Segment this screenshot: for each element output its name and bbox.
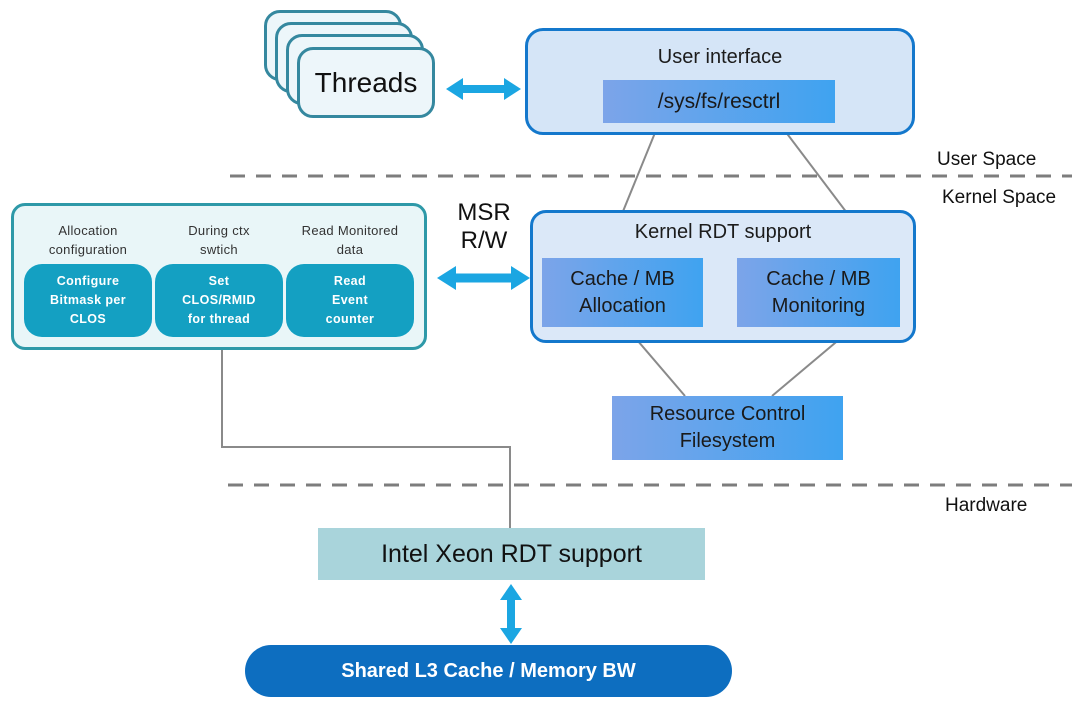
allocation-config-heading: Allocation configuration [48, 223, 128, 258]
threads-node: Threads [297, 47, 435, 118]
os-interface-node: Allocation configuration Configure Bitma… [11, 203, 427, 350]
xeon-l3-arrow [500, 584, 522, 644]
user-interface-title: User interface [657, 46, 783, 68]
threads-label: Threads [314, 66, 418, 98]
allocation-config-column: Allocation configuration Configure Bitma… [24, 218, 152, 337]
read-monitored-heading: Read Monitored data [301, 223, 399, 258]
ctx-switch-column: During ctx swtich Set CLOS/RMID for thre… [155, 218, 283, 337]
configure-bitmask-node: Configure Bitmask per CLOS [24, 264, 152, 337]
threads-ui-arrow [446, 78, 521, 100]
shared-l3-cache-node: Shared L3 Cache / Memory BW [245, 645, 732, 697]
os-to-xeon-line [221, 350, 511, 528]
cache-mb-allocation-node: Cache / MB Allocation [542, 258, 703, 327]
read-event-counter-node: Read Event counter [286, 264, 414, 337]
resctrl-path-node: /sys/fs/resctrl [603, 80, 835, 123]
user-space-label: User Space [937, 149, 1037, 170]
msr-rw-arrow [437, 266, 530, 290]
kernel-space-label: Kernel Space [942, 187, 1057, 208]
set-clos-rmid-node: Set CLOS/RMID for thread [155, 264, 283, 337]
msr-rw-label: MSR R/W [457, 199, 511, 254]
cache-mb-monitoring-node: Cache / MB Monitoring [737, 258, 900, 327]
resource-control-fs-node: Resource Control Filesystem [612, 396, 843, 460]
kernel-rdt-title: Kernel RDT support [634, 221, 812, 243]
hardware-label: Hardware [945, 495, 1028, 516]
threads-stack: Threads [264, 10, 439, 122]
read-monitored-column: Read Monitored data Read Event counter [286, 218, 414, 337]
intel-xeon-rdt-node: Intel Xeon RDT support [318, 528, 705, 580]
ctx-switch-heading: During ctx swtich [188, 223, 250, 258]
